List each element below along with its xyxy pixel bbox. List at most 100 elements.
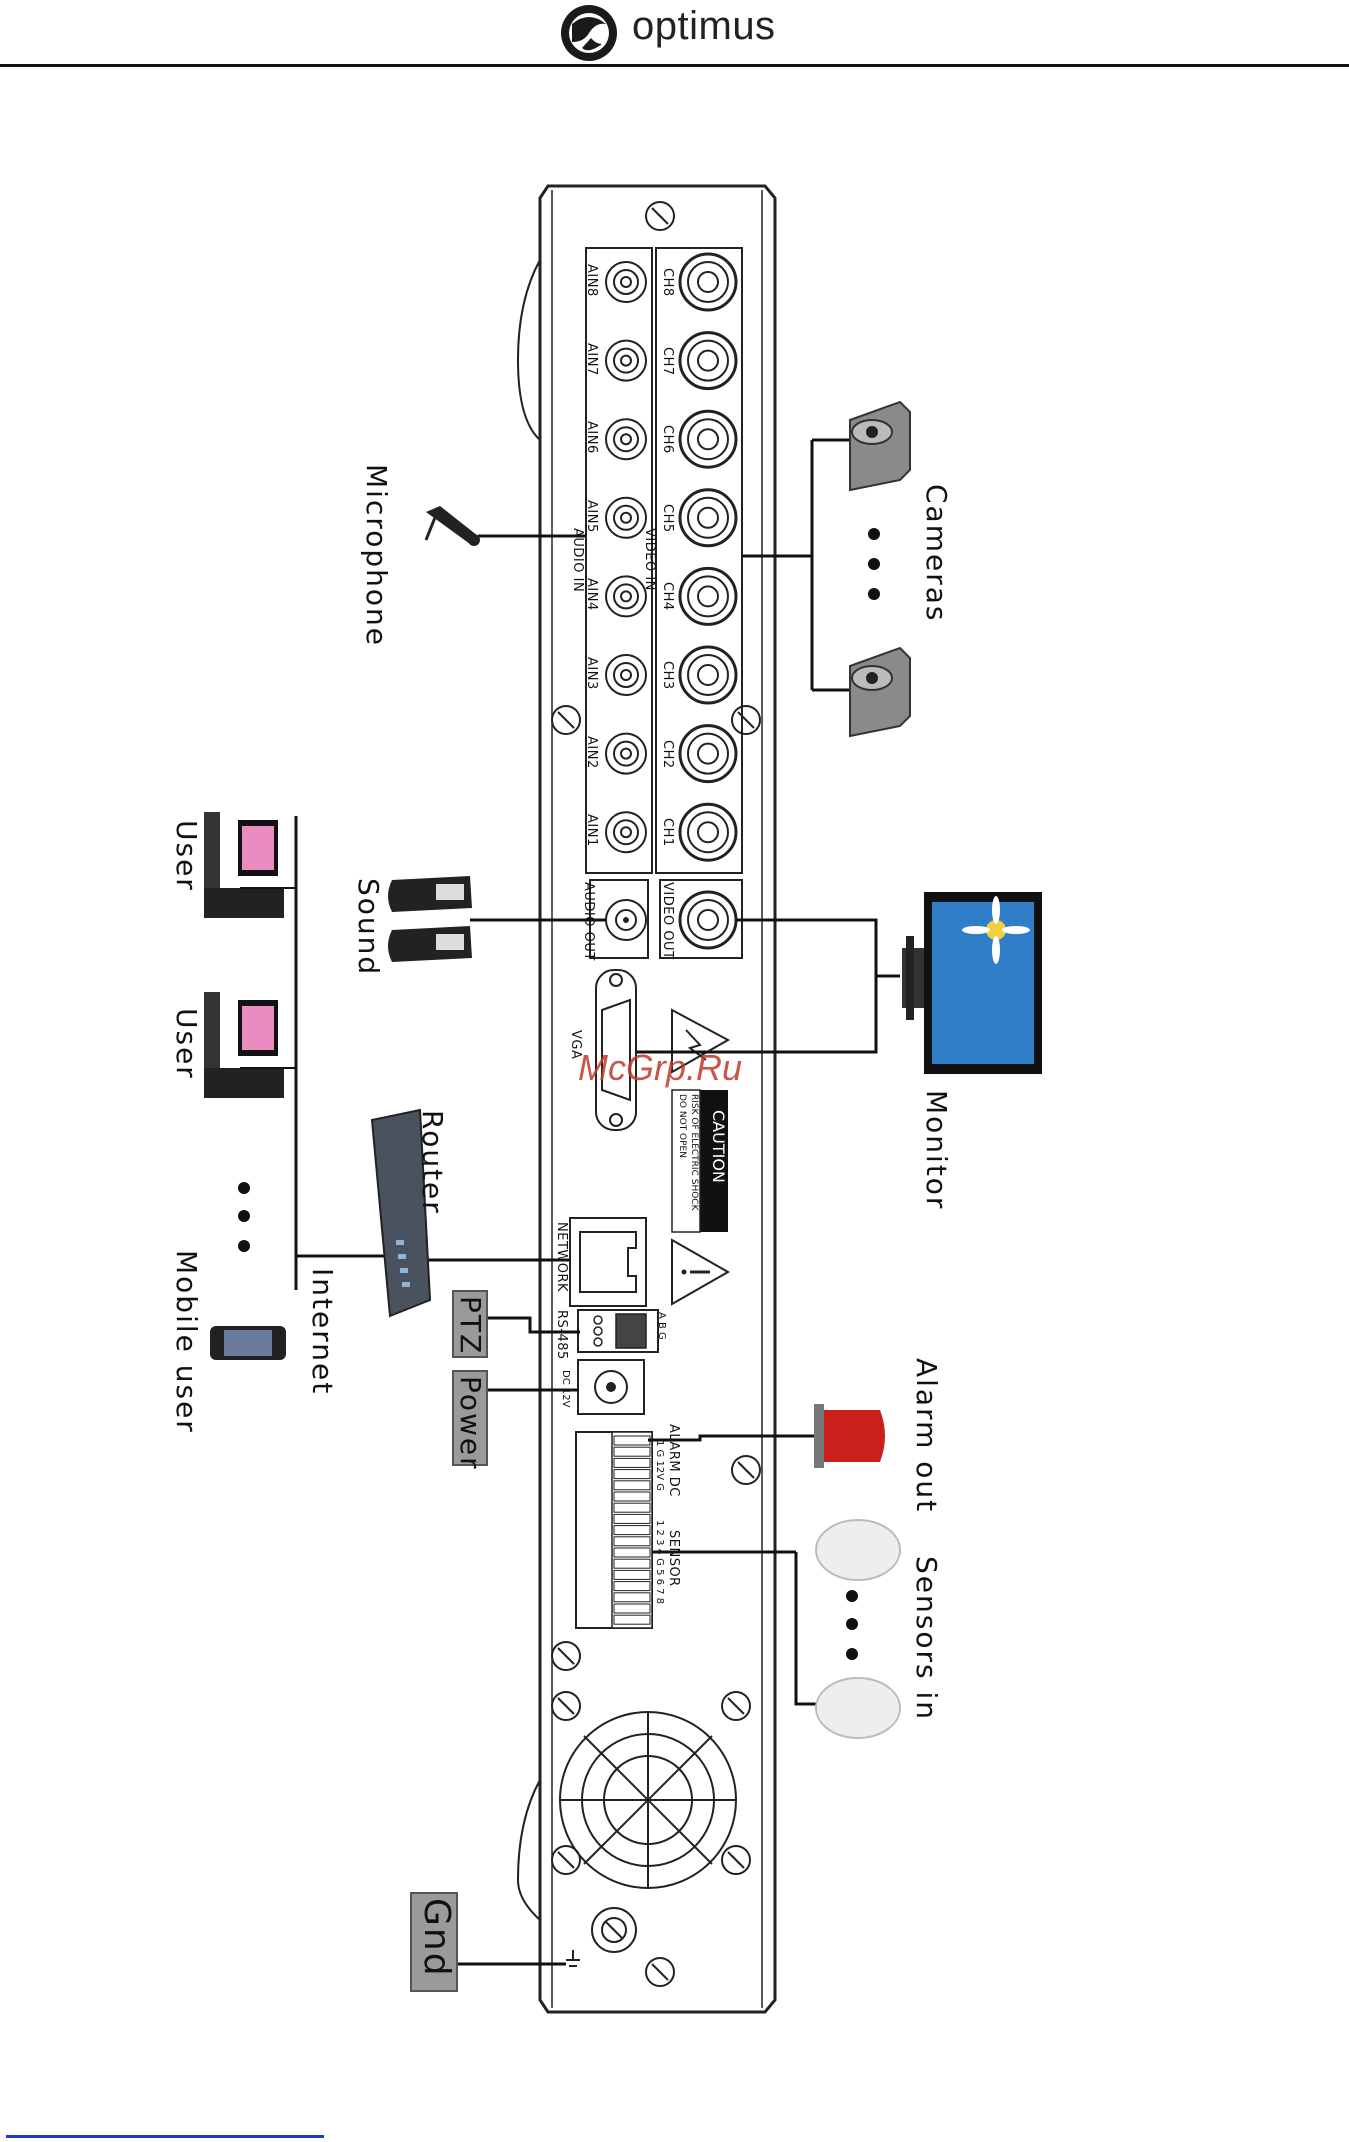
audio-in-text: AUDIO IN [570,528,585,593]
screw-slot [727,1851,745,1869]
video-input-label: CH6 [660,425,675,454]
power-label: Power [454,1376,487,1471]
screw-slot [737,1461,755,1479]
pir-sensor-icon [815,1519,901,1581]
speaker-icon [388,926,472,962]
sensor-ellipsis [846,1590,858,1660]
terminal-pin[interactable] [613,1435,651,1446]
ptz-label: PTZ [454,1296,487,1356]
microphone-icon [424,506,480,546]
video-input-jack[interactable] [697,821,719,844]
audio-input-label: AIN4 [584,578,599,612]
screw-slot [727,1697,745,1715]
video-input-label: CH4 [660,582,675,612]
monitor-icon [902,892,1042,1074]
monitor-label: Monitor [920,1090,953,1211]
terminal-pin[interactable] [613,1525,651,1536]
video-input-jack[interactable] [697,349,719,372]
terminal-pin[interactable] [613,1469,651,1480]
sound-label: Sound [352,878,385,977]
video-input-jack[interactable] [697,428,719,451]
terminal-pin[interactable] [613,1558,651,1569]
alarm-out-label: Alarm out [910,1358,943,1514]
alarm-sensor-terminal-strip[interactable] [575,1431,653,1629]
terminal-pin[interactable] [613,1581,651,1592]
vga-port[interactable] [595,969,637,1131]
video-input-jack[interactable] [697,271,719,293]
sensors-in-label: Sensors in [910,1556,943,1721]
panel-screws [551,201,761,1987]
watermark-text: McGrp.Ru [578,1047,743,1088]
video-in-text: VIDEO IN [642,528,657,591]
audio-input-jack[interactable] [620,826,632,839]
mobile-phone-icon [210,1326,286,1360]
dc-power-jack[interactable] [577,1359,645,1415]
screw-slot [557,711,575,729]
audio-input-jack[interactable] [620,747,632,760]
desktop-computer-icon [204,992,284,1098]
video-input-jack[interactable] [697,506,719,529]
camera-icon [849,400,911,492]
optimus-logo-icon [561,5,617,61]
audio-input-jack[interactable] [620,511,632,524]
rs485-terminal[interactable] [577,1309,659,1353]
terminal-pin[interactable] [613,1480,651,1491]
rs485-pins-text: A B G [656,1312,667,1340]
power-box: Power [452,1370,488,1471]
audio-input-jack[interactable] [620,276,632,288]
sensor-text: SENSOR [666,1530,681,1587]
audio-out-text: AUDIO OUT [581,882,596,961]
terminal-pin[interactable] [613,1457,651,1468]
audio-input-jack[interactable] [620,669,632,681]
gnd-label: Gnd [416,1898,457,1978]
caution-label [671,1008,731,1306]
terminal-pin[interactable] [613,1446,651,1457]
audio-input-label: AIN8 [584,264,599,297]
video-input-label: CH1 [660,818,675,847]
camera-icon [849,646,911,738]
speaker-icon [388,876,472,912]
network-text: NETWORK [554,1222,569,1293]
terminal-pin[interactable] [613,1547,651,1558]
video-out-text: VIDEO OUT [660,882,675,960]
brand-header: optimus [558,2,798,64]
terminal-pin[interactable] [613,1513,651,1524]
video-input-jack[interactable] [697,664,719,686]
ground-terminal[interactable] [566,1907,637,1967]
video-in-jacks [678,252,738,862]
audio-input-jack[interactable] [620,590,632,603]
footer-link-underline[interactable] [6,2135,324,2138]
internet-label: Internet [306,1268,339,1396]
screw-slot [557,1851,575,1869]
screw-slot [557,1647,575,1665]
desktop-computer-icon [204,812,284,918]
audio-input-jack[interactable] [620,354,632,367]
terminal-pin[interactable] [613,1614,651,1625]
router-label: Router [416,1110,449,1215]
dc-text: DC 12V [560,1370,571,1408]
terminal-pin[interactable] [613,1536,651,1547]
video-input-jack[interactable] [697,585,719,608]
screw-slot [651,1963,669,1981]
caution-title: CAUTION [709,1110,728,1183]
audio-input-jack[interactable] [620,433,632,446]
terminal-pin[interactable] [613,1502,651,1513]
audio-input-label: AIN5 [584,499,599,533]
terminal-pin[interactable] [613,1491,651,1502]
terminal-pin[interactable] [613,1569,651,1580]
cameras-label: Cameras [920,484,953,623]
network-port[interactable] [569,1217,647,1307]
alarm-siren-icon [814,1404,885,1468]
gnd-box: Gnd [410,1892,458,1992]
screw-slot [557,1697,575,1715]
cooling-fan-vent [559,1711,737,1889]
video-input-jack[interactable] [697,742,719,765]
screw-slot [737,711,755,729]
terminal-pin[interactable] [613,1592,651,1603]
camera-ellipsis [868,528,880,600]
sensor-pins-text: 1 2 3 4 G 5 6 7 8 [654,1520,665,1605]
terminal-pin[interactable] [613,1603,651,1614]
video-input-label: CH3 [660,661,675,690]
